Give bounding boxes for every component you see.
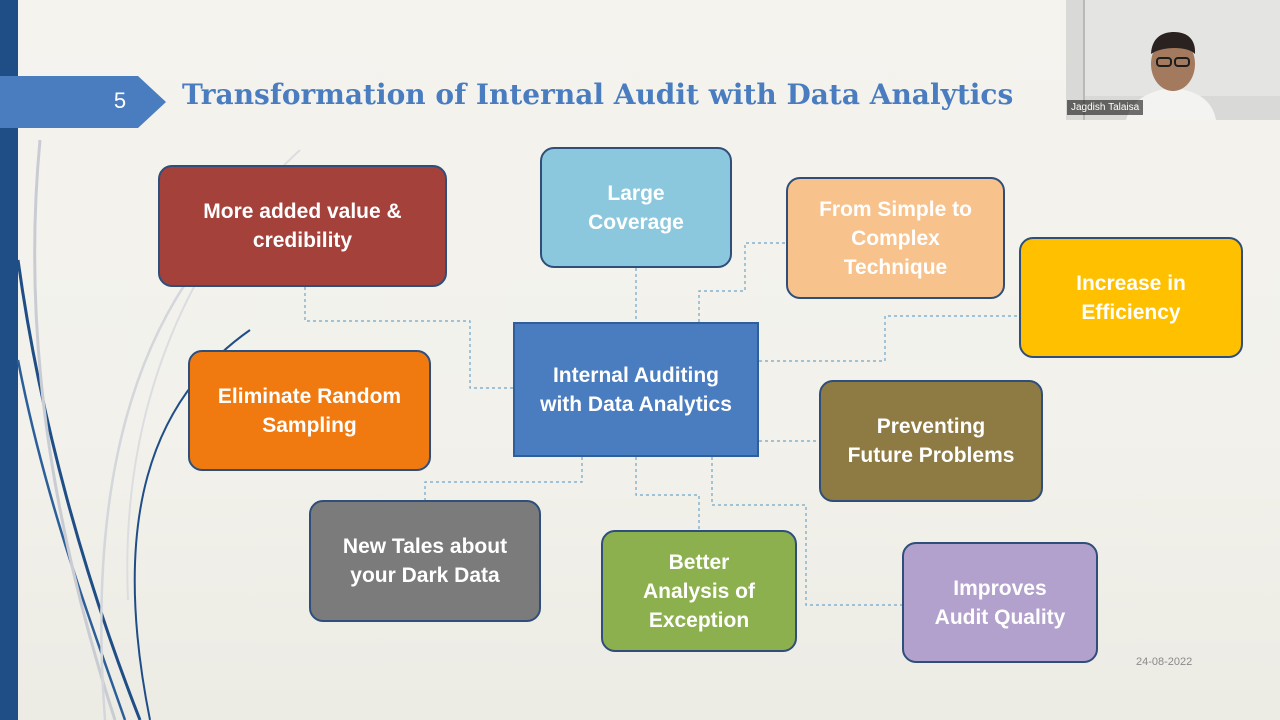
node-text: Sampling — [262, 413, 357, 437]
node-text: Future Problems — [847, 444, 1015, 467]
connector-exception — [635, 457, 700, 530]
node-text: Exception — [648, 608, 750, 632]
node-text: From Simple to — [819, 197, 972, 221]
slide-number: 5 — [113, 88, 127, 113]
node-increase-efficiency: Increase in Efficiency — [1019, 237, 1243, 358]
node-text: Complex — [851, 226, 940, 250]
node-text: Eliminate Random — [217, 384, 402, 408]
node-text: Better — [668, 550, 730, 574]
participant-name-label: Jagdish Talaisa — [1067, 100, 1144, 115]
node-text: Preventing — [876, 415, 986, 438]
node-text: Increase in — [1076, 271, 1186, 295]
node-text: your Dark Data — [350, 564, 500, 587]
slide-date: 24-08-2022 — [1136, 656, 1193, 668]
slide-number-arrow — [0, 76, 166, 128]
slide-left-accent-bar — [0, 0, 18, 720]
node-text: with Data Analytics — [540, 392, 732, 416]
node-text: Technique — [843, 255, 948, 279]
node-text: More added value & — [203, 200, 402, 223]
node-text: credibility — [252, 229, 353, 252]
node-dark-data: New Tales about your Dark Data — [309, 500, 541, 622]
node-text: Coverage — [588, 210, 684, 234]
node-text: Internal Auditing — [552, 363, 720, 387]
node-text: Analysis of — [642, 579, 756, 603]
participant-avatar — [1066, 0, 1280, 120]
node-text: Audit Quality — [934, 605, 1066, 629]
node-text: Large — [607, 181, 665, 205]
connector-efficiency — [759, 315, 1019, 362]
node-text: Efficiency — [1081, 300, 1181, 324]
node-text: Improves — [953, 576, 1047, 600]
central-node: Internal Auditing with Data Analytics — [513, 322, 759, 457]
slide-title: Transformation of Internal Audit with Da… — [182, 78, 1014, 111]
connector-dark-data — [424, 457, 583, 500]
node-text: New Tales about — [342, 535, 508, 558]
node-added-value: More added value & credibility — [158, 165, 447, 287]
